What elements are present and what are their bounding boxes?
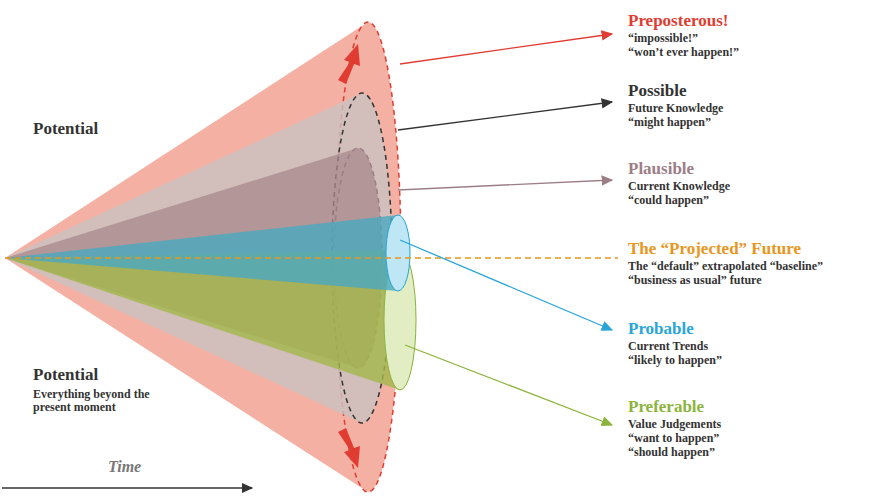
leader-line bbox=[398, 102, 612, 130]
probable-cone bbox=[5, 215, 410, 291]
time-arrow bbox=[2, 487, 252, 488]
region-label: Potential bbox=[33, 366, 98, 385]
heading: Preposterous! bbox=[628, 12, 728, 31]
axis-label: Time bbox=[108, 458, 141, 476]
note: “want to happen” bbox=[628, 432, 719, 445]
leader-line bbox=[405, 345, 612, 425]
heading: Plausible bbox=[628, 160, 694, 179]
heading: The “Projected” Future bbox=[628, 240, 801, 259]
note: “might happen” bbox=[628, 116, 711, 129]
leader-line bbox=[398, 180, 612, 190]
note: “business as usual” future bbox=[628, 274, 762, 287]
expand-arrow bbox=[338, 428, 360, 468]
leader-line bbox=[400, 34, 612, 64]
heading: Preferable bbox=[628, 398, 704, 417]
note: “should happen” bbox=[628, 446, 715, 459]
note: “likely to happen” bbox=[628, 354, 722, 367]
note: “impossible!” bbox=[628, 32, 698, 45]
note: Current Trends bbox=[628, 340, 708, 353]
expand-arrow bbox=[338, 44, 360, 84]
heading: Possible bbox=[628, 82, 687, 101]
projected-line bbox=[5, 257, 618, 259]
probable-end bbox=[386, 215, 410, 291]
region-label: Potential bbox=[33, 120, 98, 139]
note: “won’t ever happen!” bbox=[628, 46, 739, 59]
note: Current Knowledge bbox=[628, 180, 730, 193]
note: Future Knowledge bbox=[628, 102, 723, 115]
region-note: Everything beyond the present moment bbox=[33, 388, 183, 414]
note: “could happen” bbox=[628, 194, 709, 207]
leader-line bbox=[400, 240, 612, 330]
note: Value Judgements bbox=[628, 418, 721, 431]
heading: Probable bbox=[628, 320, 694, 339]
note: The “default” extrapolated “baseline” bbox=[628, 260, 823, 273]
